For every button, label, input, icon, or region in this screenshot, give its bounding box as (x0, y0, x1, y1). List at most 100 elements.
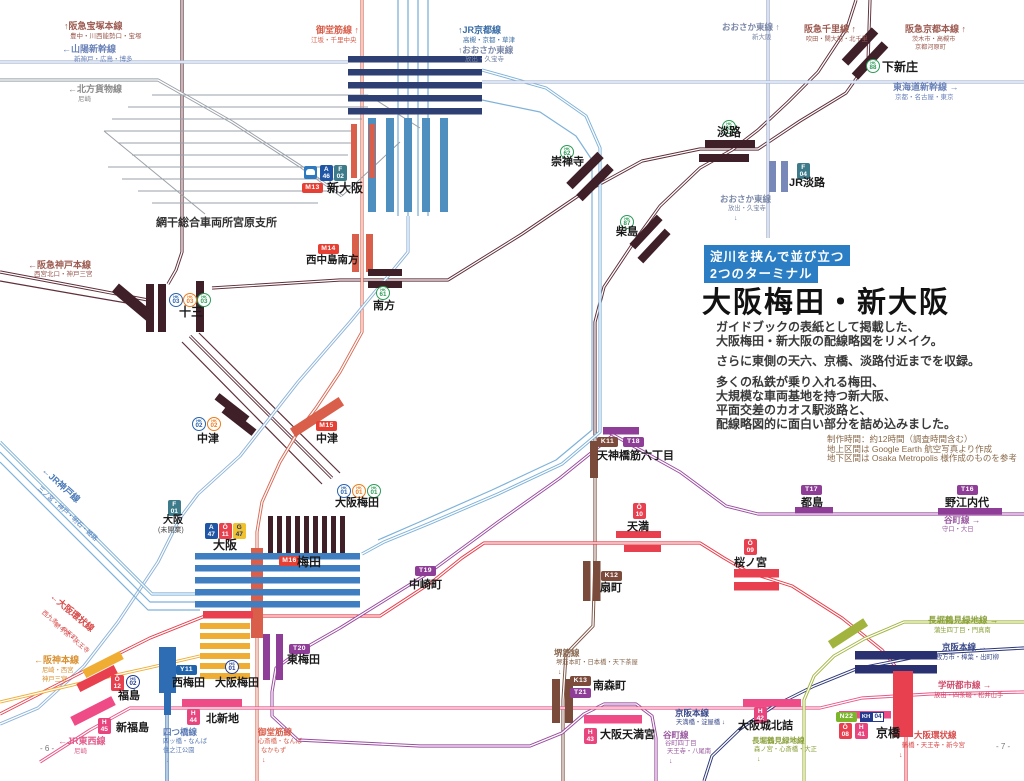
map-label: 江坂・千里中央 (311, 37, 357, 44)
description-line: 大阪梅田・新大阪の配線略図をリメイク。 (716, 334, 943, 349)
map-label: ↓ (669, 758, 673, 765)
station-badge-K12: K12 (601, 571, 622, 581)
station-platform (352, 234, 359, 272)
station-platform (593, 561, 601, 601)
station-label: 都島 (801, 497, 823, 509)
station-platform (576, 163, 614, 202)
map-label: ↓ (558, 669, 562, 676)
map-label: - 7 - (996, 742, 1011, 751)
station-label: 新福島 (116, 722, 149, 734)
map-label: 大阪環状線 (914, 730, 957, 740)
map-label: 守口・大日 (942, 526, 974, 533)
tanimachi-line-south (270, 434, 658, 781)
map-label: 茨木市・高槻市 (912, 36, 956, 43)
station-badge-T18: T18 (623, 437, 644, 447)
umeda-freight-line (0, 216, 409, 725)
map-label: (未開業) (158, 527, 184, 534)
map-label: 高槻・京都・草津 (463, 37, 515, 44)
station-platform (203, 611, 253, 619)
map-label: 東海道新幹線 → (893, 82, 959, 92)
station-platform (70, 696, 116, 726)
station-platform (795, 507, 833, 514)
station-platform (286, 516, 291, 554)
description-line: 平面交差のカオス駅淡路と、 (716, 403, 872, 418)
map-label: なかもず (261, 747, 287, 754)
station-platform (348, 69, 482, 76)
map-label: 新神戸・広島・博多 (74, 56, 133, 63)
station-platform (182, 699, 242, 707)
station-label: 西梅田 (172, 677, 205, 689)
station-platform (221, 406, 257, 436)
station-label: 中津 (316, 433, 338, 445)
station-label: 大阪城北詰 (738, 720, 793, 732)
station-platform (827, 618, 869, 649)
station-platform (590, 441, 598, 478)
station-platform (422, 118, 430, 212)
map-label: 京阪本線 (675, 708, 710, 718)
map-label: 森ノ宮・心斎橋・大正 (754, 746, 817, 753)
station-platform (893, 671, 913, 737)
station-platform (146, 284, 154, 332)
station-label: 南森町 (593, 680, 626, 692)
map-label: 尼崎 (78, 96, 91, 103)
map-label: 尼崎 (74, 748, 87, 755)
station-platform (304, 516, 309, 554)
station-badge-Y11: Y11 (176, 665, 197, 675)
station-platform (566, 151, 604, 190)
map-label: 長堀鶴見緑地線 → (928, 615, 999, 625)
station-label: 桜ノ宮 (734, 557, 767, 569)
map-label: 四つ橋線 (163, 727, 198, 737)
station-platform (159, 647, 176, 693)
station-badge-M13: M13 (302, 183, 323, 193)
station-label: 大阪梅田 (335, 497, 379, 509)
station-platform (76, 664, 118, 693)
map-label: 尼崎・西宮 (42, 667, 74, 674)
station-platform (404, 118, 412, 212)
station-label: 新大阪 (327, 181, 364, 195)
map-label: 堺筋線 (554, 648, 580, 658)
station-badge-K11: K11 (597, 437, 618, 447)
station-platform (603, 427, 639, 435)
description-block: ガイドブックの表紙として掲載した、 大阪梅田・新大阪の配線略図をリメイク。 さら… (716, 320, 1016, 431)
description-line: 多くの私鉄が乗り入れる梅田、 (716, 374, 885, 389)
station-platform (195, 565, 360, 572)
station-platform (624, 545, 661, 552)
map-label: 蒲生四丁目・門真南 (934, 627, 991, 634)
description-line: さらに東側の天六、京橋、淡路付近までを収録。 (716, 354, 981, 369)
station-label: 崇禅寺 (551, 156, 584, 168)
map-label: - 6 - (40, 744, 55, 753)
station-platform (734, 569, 779, 578)
station-platform (111, 283, 155, 322)
station-platform (200, 673, 250, 679)
station-platform (82, 650, 124, 679)
map-label: 京都・名古屋・東京 (895, 94, 954, 101)
map-label: 西宮北口・神戸三宮 (34, 271, 93, 278)
map-label: 天王寺・八尾南 (667, 748, 712, 755)
station-label: JR淡路 (789, 177, 826, 189)
hankyu-umeda-approach-2 (198, 332, 341, 474)
description-line: 配線略図的に面白い部分を詰め込みました。 (716, 417, 957, 432)
station-badge-T16: T16 (957, 485, 978, 495)
hankyu-kyoto-line (211, 0, 871, 289)
station-platform (781, 161, 788, 192)
credit-line: 地下区間は Osaka Metropolis 様作成のものを参考 (827, 453, 1017, 464)
station-platform (200, 643, 250, 649)
station-label: 十三 (179, 305, 204, 319)
station-platform (348, 95, 482, 102)
station-platform (552, 679, 560, 723)
title-tag-line1: 淀川を挟んで並び立つ (704, 245, 851, 266)
station-label: 扇町 (600, 582, 622, 594)
shinkansen-icon (304, 166, 317, 179)
station-label: 淡路 (717, 125, 742, 139)
